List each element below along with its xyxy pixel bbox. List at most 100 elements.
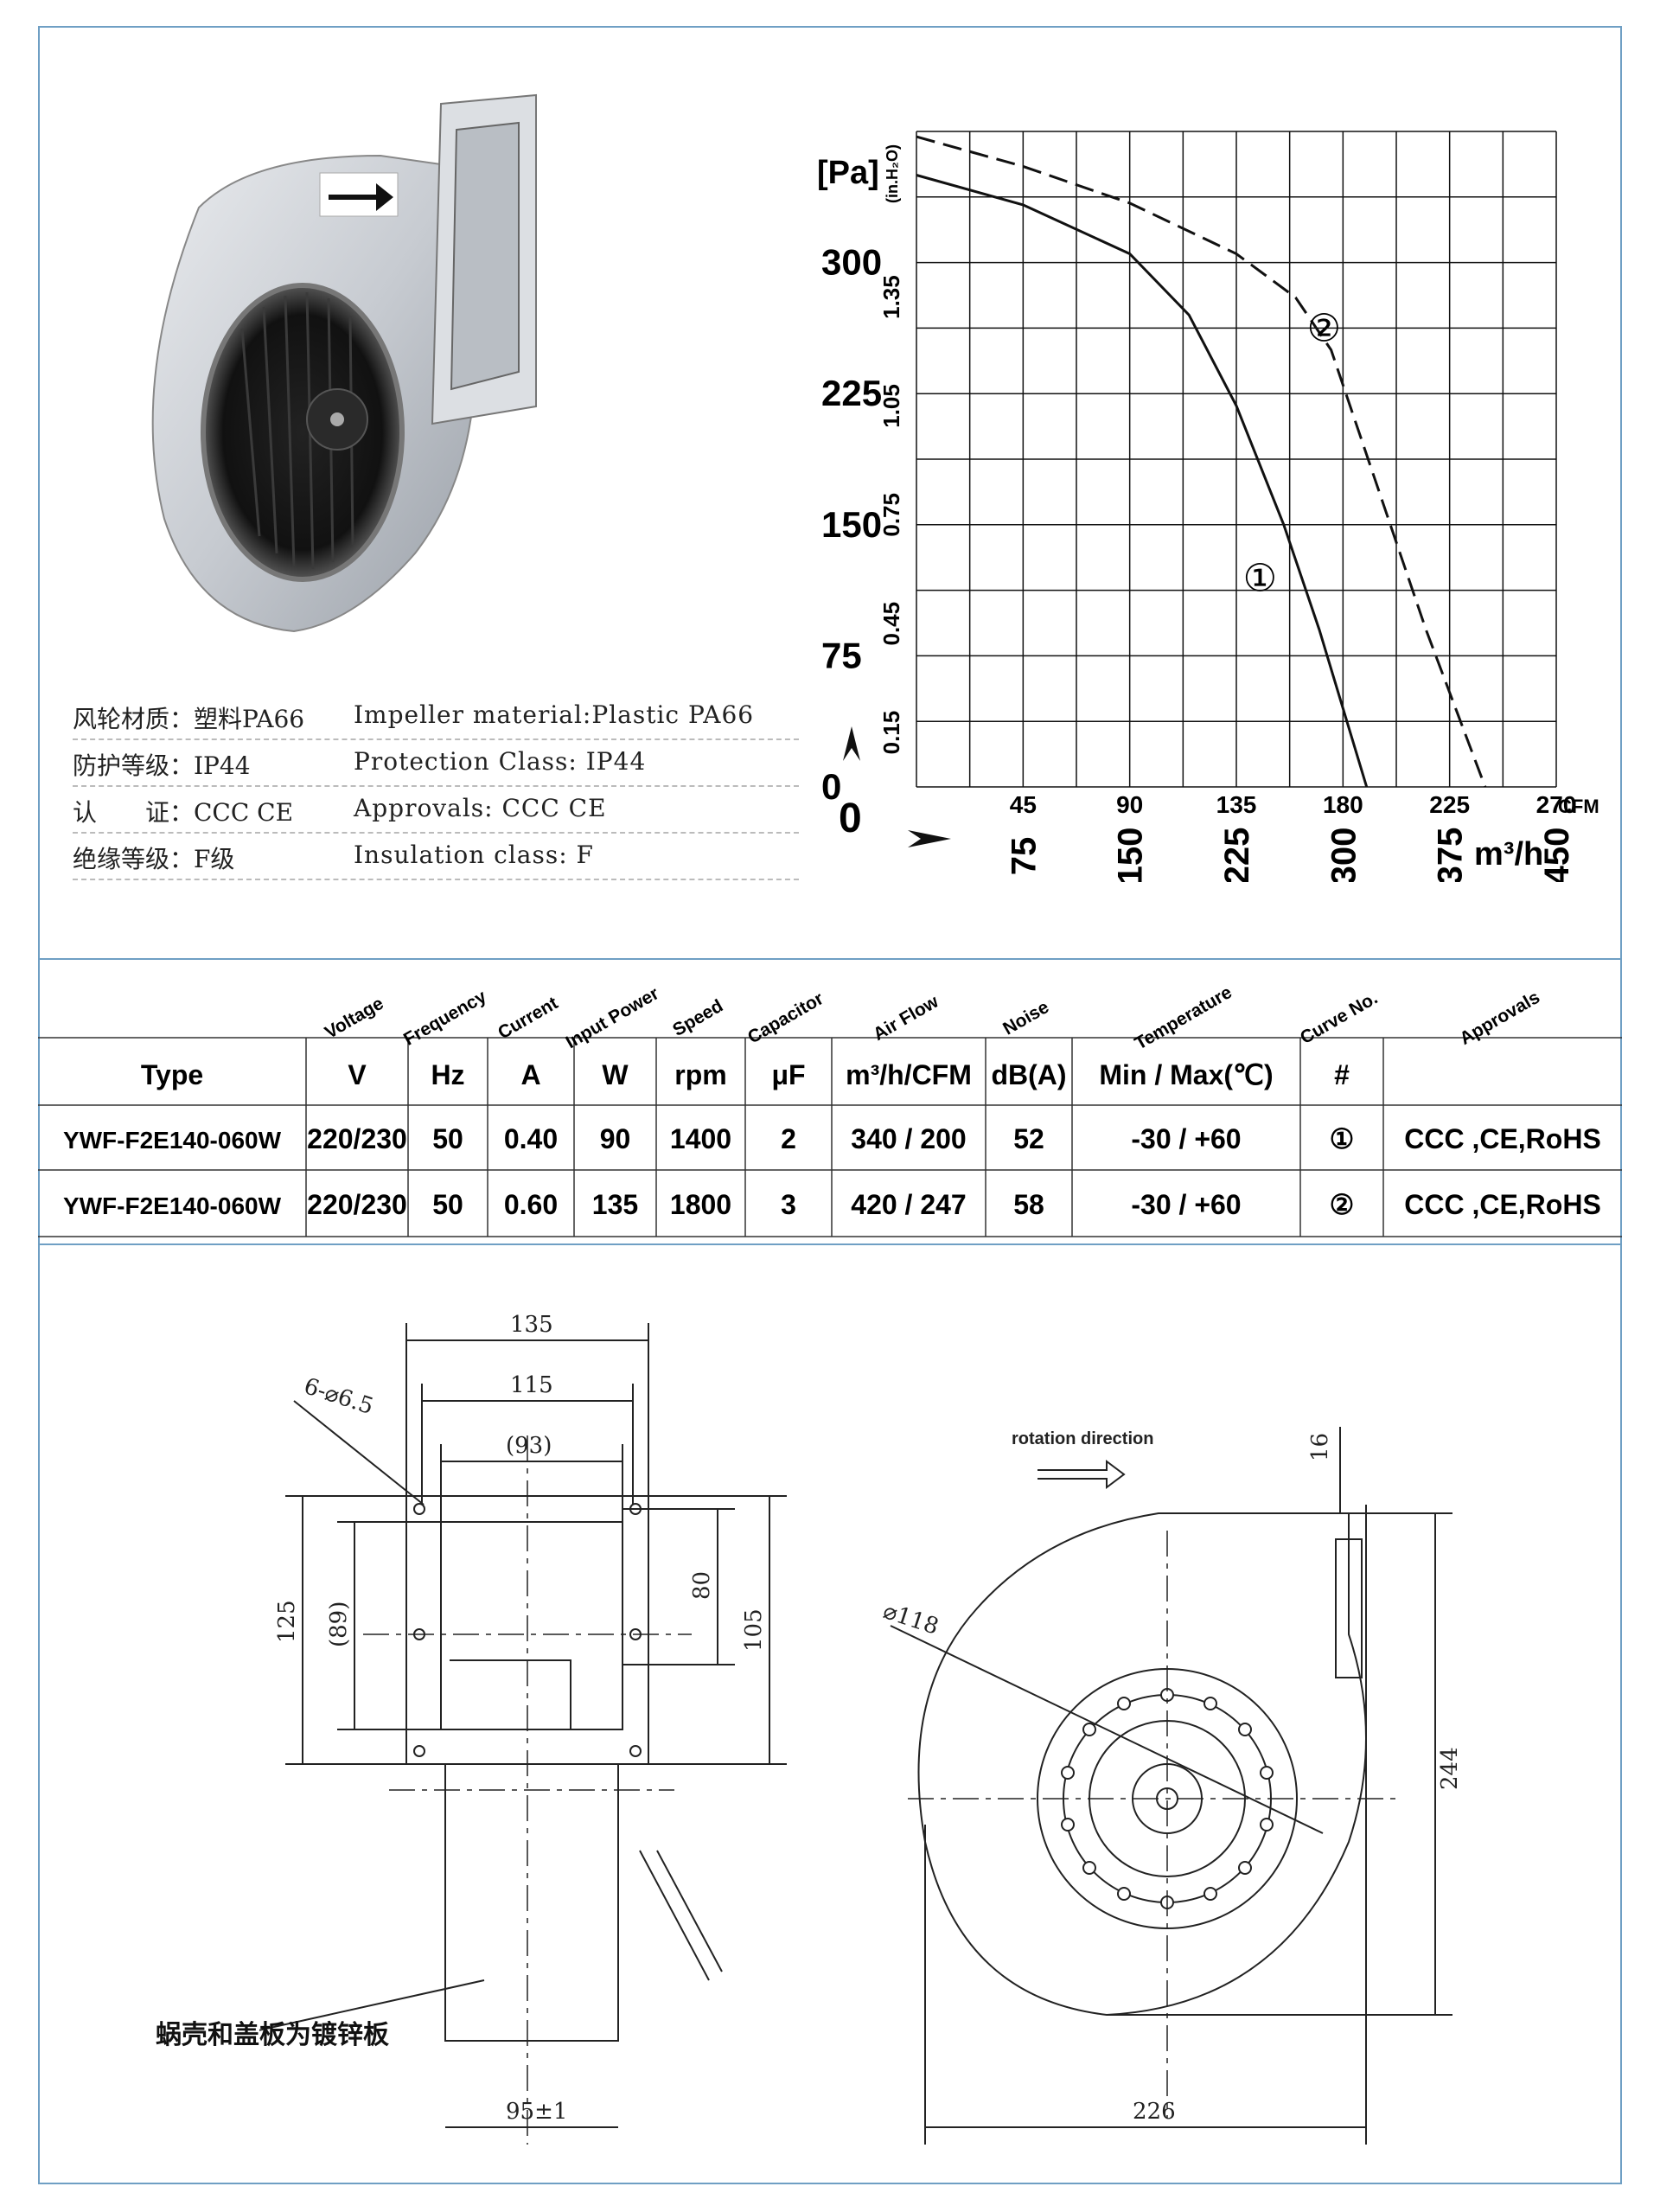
table-cell: 58 — [1013, 1189, 1044, 1220]
spec-row: 风轮材质：塑料PA66 Impeller material:Plastic PA… — [73, 694, 799, 740]
table-cell: 3 — [781, 1189, 796, 1220]
table-cell: CCC ,CE,RoHS — [1404, 1123, 1601, 1154]
y-tick-label-pa: 150 — [821, 504, 882, 545]
x-tick-label-m3h: 450 — [1538, 828, 1576, 882]
dim-label: 95±1 — [506, 2099, 567, 2125]
y-tick-label-inh2o: 0.75 — [878, 493, 904, 537]
table-unit-cell: dB(A) — [991, 1059, 1066, 1090]
spec-row: 绝缘等级：F级 Insulation class: F — [73, 834, 799, 880]
dim-label: 6-⌀6.5 — [301, 1373, 377, 1420]
table-cell: 220/230 — [307, 1123, 407, 1154]
dim-label: (93) — [506, 1433, 552, 1459]
spec-row: 认 证：CCC CE Approvals: CCC CE — [73, 787, 799, 834]
table-cell: 135 — [592, 1189, 638, 1220]
series-label: ② — [1307, 307, 1341, 351]
x-tick-label-cfm: 90 — [1116, 791, 1143, 818]
table-header-rotated: Frequency — [400, 987, 490, 1050]
table-cell: 52 — [1013, 1123, 1044, 1154]
series-label: ① — [1243, 557, 1277, 601]
y-tick-label-pa: 0 — [821, 766, 841, 807]
dim-label: 105 — [741, 1608, 767, 1652]
table-cell: 0.60 — [504, 1189, 558, 1220]
y-arrow-icon — [843, 726, 860, 761]
x-arrow-icon — [908, 830, 951, 847]
spec-label-cn: 认 证：CCC CE — [73, 798, 294, 827]
dim-label: 226 — [1133, 2099, 1176, 2125]
material-note: 蜗壳和盖板为镀锌板 — [156, 2020, 389, 2050]
x-tick-label-cfm: 45 — [1010, 791, 1037, 818]
table-unit-cell: rpm — [674, 1059, 726, 1090]
rotation-label: rotation direction — [1012, 1429, 1153, 1448]
table-cell: 1400 — [670, 1123, 731, 1154]
table-header-rotated: Temperature — [1132, 982, 1235, 1054]
table-cell: CCC ,CE,RoHS — [1404, 1189, 1601, 1220]
performance-chart: 300225150750[Pa]1.351.050.750.450.15(in.… — [817, 131, 1599, 882]
dim-label: 16 — [1307, 1433, 1333, 1461]
spec-row: 防护等级：IP44 Protection Class: IP44 — [73, 740, 799, 787]
dim-label: 244 — [1437, 1747, 1463, 1790]
table-unit-cell: W — [602, 1059, 629, 1090]
table-unit-cell: Min / Max(℃) — [1099, 1059, 1273, 1090]
table-cell: 50 — [432, 1123, 463, 1154]
spec-label-en: Approvals: CCC CE — [354, 794, 607, 822]
x-tick-label-m3h: 75 — [1005, 837, 1043, 876]
x-tick-label-cfm: 225 — [1429, 791, 1470, 818]
dim-label: ⌀118 — [880, 1598, 942, 1640]
spec-label-cn: 风轮材质：塑料PA66 — [73, 705, 305, 733]
y-tick-label-pa: 75 — [821, 635, 862, 675]
table-unit-cell: μF — [771, 1059, 805, 1090]
y-tick-label-inh2o: 0.15 — [878, 711, 904, 755]
dim-label: 135 — [510, 1312, 553, 1338]
spec-label-en: Impeller material:Plastic PA66 — [354, 700, 755, 729]
table-header-rotated: Current — [495, 993, 561, 1043]
x-tick-label-cfm: 270 — [1536, 791, 1577, 818]
table-cell: 220/230 — [307, 1189, 407, 1220]
table-header-rotated: Curve No. — [1297, 988, 1381, 1049]
dim-label: 80 — [689, 1571, 715, 1600]
x-axis-unit-cfm: CFM — [1558, 796, 1599, 817]
front-view-drawing: 135 115 (93) 6-⌀6.5 125 (89) 80 105 95±1 — [259, 1312, 787, 2145]
table-cell: 420 / 247 — [851, 1189, 966, 1220]
table-cell: 340 / 200 — [851, 1123, 966, 1154]
y-tick-label-inh2o: 1.35 — [878, 275, 904, 319]
table-cell: 90 — [600, 1123, 631, 1154]
origin-label: 0 — [839, 796, 862, 841]
table-cell: 50 — [432, 1189, 463, 1220]
series-line — [916, 135, 1487, 788]
y-axis-unit-pa: [Pa] — [817, 155, 879, 191]
table-cell: -30 / +60 — [1131, 1123, 1241, 1154]
table-cell: 2 — [781, 1123, 796, 1154]
x-axis-unit-m3h: m³/h — [1474, 836, 1543, 873]
product-photo — [151, 93, 537, 633]
dim-label: 125 — [274, 1600, 300, 1643]
x-tick-label-m3h: 300 — [1325, 828, 1363, 882]
table-unit-cell: A — [520, 1059, 540, 1090]
x-tick-label-cfm: 135 — [1216, 791, 1257, 818]
table-unit-cell: m³/h/CFM — [846, 1059, 972, 1090]
x-tick-label-m3h: 225 — [1218, 828, 1256, 882]
table-unit-cell: Hz — [431, 1059, 464, 1090]
table-header-rotated: Capacitor — [744, 988, 827, 1047]
table-header-rotated: Approvals — [1457, 988, 1543, 1049]
table-cell: YWF-F2E140-060W — [63, 1192, 282, 1219]
y-tick-label-pa: 300 — [821, 242, 882, 283]
table-cell: ② — [1330, 1189, 1355, 1220]
table-cell: 0.40 — [504, 1123, 558, 1154]
y-tick-label-inh2o: 0.45 — [878, 602, 904, 646]
x-tick-label-m3h: 375 — [1432, 828, 1470, 882]
x-tick-label-m3h: 150 — [1112, 828, 1150, 882]
y-axis-unit-inh2o: (in.H₂O) — [884, 144, 901, 203]
table-header-rotated: Voltage — [322, 994, 387, 1043]
table-unit-cell: Type — [141, 1059, 203, 1090]
spec-label-en: Insulation class: F — [354, 841, 594, 869]
divider-bottom — [38, 1243, 1622, 1245]
spec-label-cn: 防护等级：IP44 — [73, 751, 251, 780]
table-header-rotated: Air Flow — [870, 991, 942, 1045]
dim-label: (89) — [326, 1601, 352, 1647]
table-unit-cell: V — [348, 1059, 367, 1090]
side-view-drawing: rotation direction 16 ⌀118 244 226 — [880, 1427, 1463, 2145]
table-cell: 1800 — [670, 1189, 731, 1220]
divider-top — [38, 958, 1622, 960]
spec-label-en: Protection Class: IP44 — [354, 747, 647, 776]
